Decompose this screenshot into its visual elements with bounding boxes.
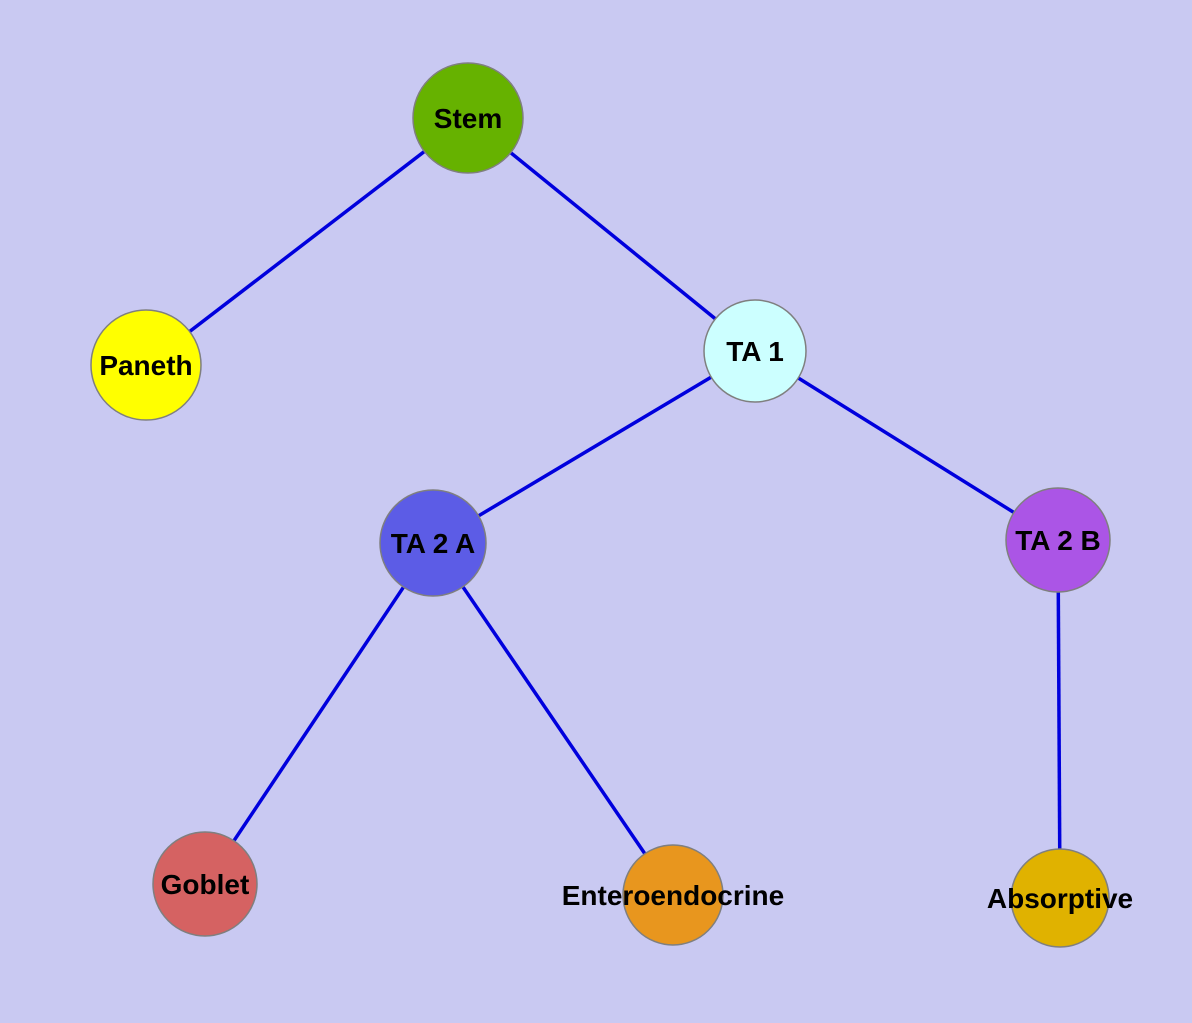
node-ta2b[interactable]: TA 2 B [1005, 487, 1111, 593]
node-circle-ta2b[interactable] [1005, 487, 1111, 593]
node-circle-ta1[interactable] [703, 299, 807, 403]
edge-ta2a-goblet [203, 542, 435, 885]
edge-ta1-ta2b [754, 349, 1059, 542]
edge-ta2a-enteroendocrine [431, 542, 675, 896]
node-circle-goblet[interactable] [152, 831, 258, 937]
node-circle-ta2a[interactable] [379, 489, 487, 597]
edge-ta1-ta2a [432, 349, 756, 545]
node-circle-absorptive[interactable] [1010, 848, 1110, 948]
node-stem[interactable]: Stem [412, 62, 524, 174]
edge-ta2b-absorptive [1056, 539, 1062, 899]
node-circle-paneth[interactable] [90, 309, 202, 421]
edge-stem-paneth [144, 116, 470, 367]
node-circle-stem[interactable] [412, 62, 524, 174]
edge-stem-ta1 [466, 116, 757, 353]
node-ta1[interactable]: TA 1 [703, 299, 807, 403]
node-ta2a[interactable]: TA 2 A [379, 489, 487, 597]
node-goblet[interactable]: Goblet [152, 831, 258, 937]
node-circle-enteroendocrine[interactable] [622, 844, 724, 946]
node-paneth[interactable]: Paneth [90, 309, 202, 421]
edges-layer [144, 116, 1062, 899]
